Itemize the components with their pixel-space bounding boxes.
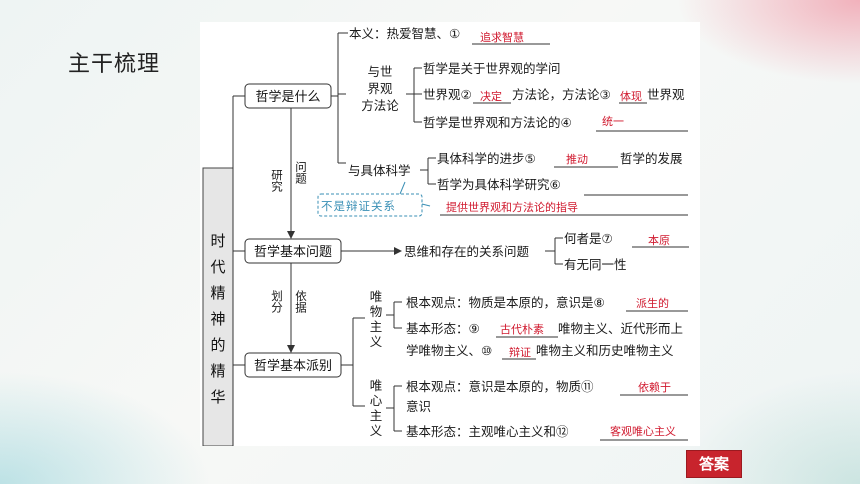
edge-label-research-1: 研究 xyxy=(270,169,284,193)
not-dialectic-note xyxy=(317,193,423,217)
root-char: 华 xyxy=(210,388,225,406)
node-what-label: 哲学是什么 xyxy=(255,89,320,105)
materialism-core-view: 根本观点：物质是本原的，意识是⑧ xyxy=(406,295,605,310)
answer-4: 统一 xyxy=(602,115,624,128)
science-line-2: 哲学为具体科学研究⑥ xyxy=(437,177,561,192)
answer-12: 客观唯心主义 xyxy=(610,424,676,438)
worldview-line-1: 哲学是关于世界观的学问 xyxy=(423,61,561,76)
worldview-group-line: 方法论 xyxy=(361,98,399,113)
answer-6: 提供世界观和方法论的指导 xyxy=(446,200,578,214)
worldview-group-line: 界观 xyxy=(367,81,393,96)
concept-map: 时代精神的精华 哲学是什么 哲学基本问题 哲学基本派别 研究 问题 划分 依据 … xyxy=(200,22,700,446)
root-char: 精 xyxy=(210,362,225,380)
root-box xyxy=(202,167,234,446)
edge-label-divide-1: 划分 xyxy=(270,290,284,314)
worldview-line-2b: 方法论，方法论③ xyxy=(512,87,611,102)
worldview-line-2c: 世界观 xyxy=(647,87,685,102)
not-dialectic-label: 不是辩证关系 xyxy=(321,199,396,213)
answer-10: 辩证 xyxy=(509,345,531,359)
idealism-core-view: 根本观点：意识是本原的，物质⑪ xyxy=(406,379,594,394)
worldview-group-line: 与世 xyxy=(367,64,392,79)
science-group-label: 与具体科学 xyxy=(348,163,411,178)
edge-label-research-2: 问题 xyxy=(294,161,308,184)
root-char: 神 xyxy=(210,310,225,328)
answer-button[interactable]: 答案 xyxy=(686,450,742,478)
worldview-line-2a: 世界观② xyxy=(423,87,472,102)
original-meaning: 本义：热爱智慧、① xyxy=(349,26,460,41)
question-identity: 有无同一性 xyxy=(564,257,627,272)
materialism-label: 唯物主义 xyxy=(370,289,383,349)
materialism-char: 物 xyxy=(370,304,383,319)
materialism-char: 唯 xyxy=(370,289,383,304)
answer-11: 依赖于 xyxy=(638,381,671,394)
edge-label-divide-2: 依据 xyxy=(294,289,308,314)
root-char: 代 xyxy=(210,258,225,276)
idealism-char: 唯 xyxy=(370,378,383,393)
materialism-forms-d: 唯物主义和历史唯物主义 xyxy=(536,343,674,358)
section-title: 主干梳理 xyxy=(68,52,161,77)
answer-3: 体现 xyxy=(620,89,642,103)
idealism-char: 心 xyxy=(370,393,383,408)
science-line-1b: 哲学的发展 xyxy=(620,151,683,166)
idealism-core-view-b: 意识 xyxy=(406,399,431,414)
question-which-is-origin: 何者是⑦ xyxy=(564,231,613,246)
node-basic-schools-label: 哲学基本派别 xyxy=(254,358,332,374)
materialism-char: 义 xyxy=(370,334,383,349)
science-line-1a: 具体科学的进步⑤ xyxy=(437,151,536,166)
root-char: 精 xyxy=(210,284,225,302)
answer-9: 古代朴素 xyxy=(500,322,544,336)
materialism-forms-c: 学唯物主义、⑩ xyxy=(406,343,492,358)
idealism-label: 唯心主义 xyxy=(370,378,383,438)
answer-1: 追求智慧 xyxy=(480,30,524,44)
idealism-char: 主 xyxy=(370,408,383,423)
answer-5: 推动 xyxy=(566,152,588,166)
root-char: 时 xyxy=(210,232,225,250)
materialism-forms-b: 唯物主义、近代形而上 xyxy=(558,321,683,336)
materialism-forms-a: 基本形态：⑨ xyxy=(406,321,480,336)
answer-8: 派生的 xyxy=(636,296,669,310)
idealism-char: 义 xyxy=(370,423,383,438)
materialism-char: 主 xyxy=(370,319,383,334)
answer-7: 本原 xyxy=(648,233,670,247)
root-char: 的 xyxy=(210,336,225,354)
answer-2: 决定 xyxy=(480,89,502,103)
idealism-forms: 基本形态：主观唯心主义和⑫ xyxy=(406,424,569,439)
node-basic-question-label: 哲学基本问题 xyxy=(254,244,332,260)
thinking-existence-relation: 思维和存在的关系问题 xyxy=(404,244,530,259)
worldview-line-3: 哲学是世界观和方法论的④ xyxy=(423,115,572,130)
